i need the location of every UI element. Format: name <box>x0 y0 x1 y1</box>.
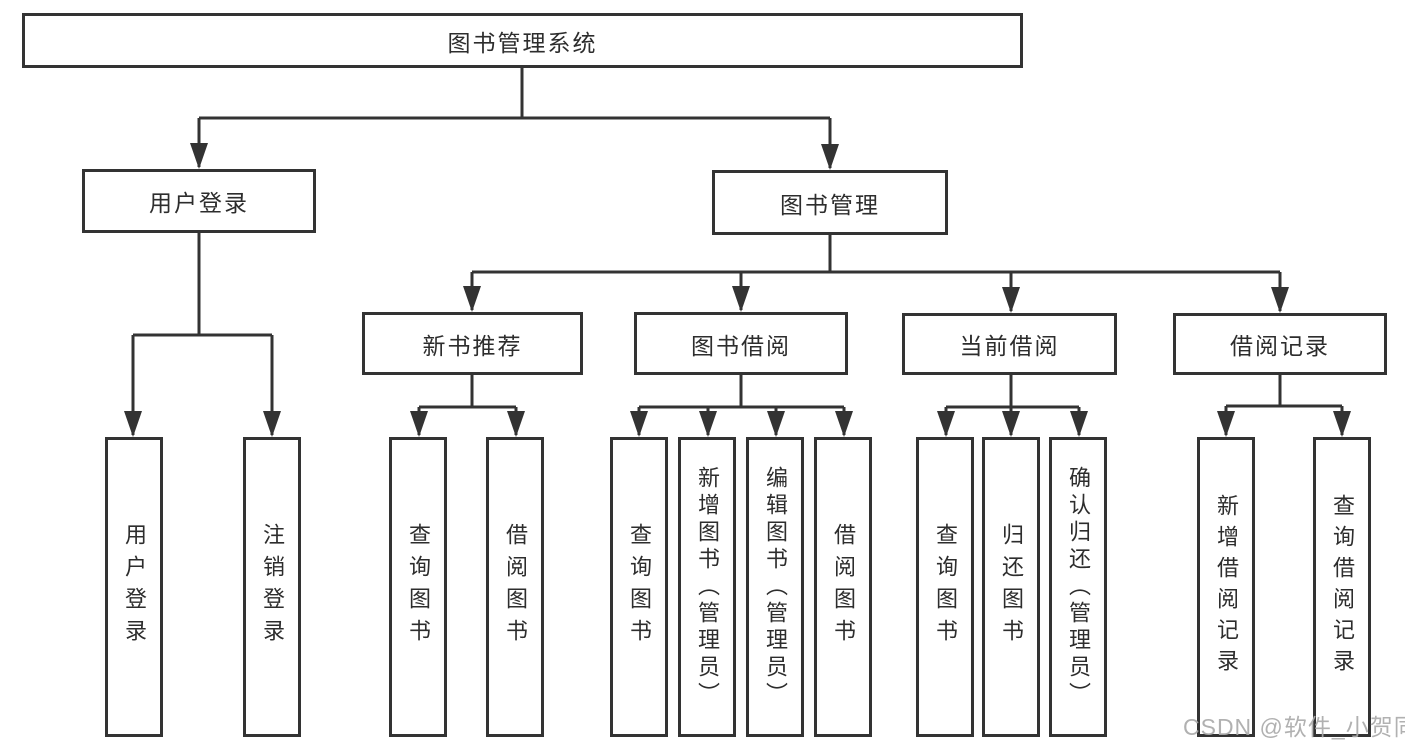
leaf-add-books-admin: 新增图书（管理员） <box>678 437 736 737</box>
node-new-book-recommendation: 新书推荐 <box>362 312 583 375</box>
csdn-watermark: CSDN @软件_小贺同学 <box>1183 714 1405 740</box>
leaf-return-books: 归还图书 <box>982 437 1040 737</box>
leaf-query-books-newrec: 查询图书 <box>389 437 447 737</box>
node-library-management-system: 图书管理系统 <box>22 13 1023 68</box>
leaf-confirm-return-admin: 确认归还（管理员） <box>1049 437 1107 737</box>
leaf-query-books-borrow: 查询图书 <box>610 437 668 737</box>
connector-records-branch <box>1224 375 1344 435</box>
leaf-query-borrow-record: 查询借阅记录 <box>1313 437 1371 737</box>
connector-login-branch <box>131 233 274 435</box>
connector-newrec-branch <box>417 375 518 435</box>
node-borrowing-records: 借阅记录 <box>1173 313 1387 375</box>
leaf-borrow-books-newrec: 借阅图书 <box>486 437 544 737</box>
node-book-borrowing: 图书借阅 <box>634 312 848 375</box>
connector-bookmgmt-branch <box>470 235 1282 311</box>
connector-borrow-branch <box>637 375 846 435</box>
node-user-login: 用户登录 <box>82 169 316 233</box>
node-book-management: 图书管理 <box>712 170 948 235</box>
leaf-query-books-current: 查询图书 <box>916 437 974 737</box>
leaf-logout: 注销登录 <box>243 437 301 737</box>
node-current-borrowing: 当前借阅 <box>902 313 1117 375</box>
connector-root-branch <box>197 68 832 168</box>
leaf-borrow-books-borrow: 借阅图书 <box>814 437 872 737</box>
leaf-add-borrow-record: 新增借阅记录 <box>1197 437 1255 737</box>
leaf-edit-books-admin: 编辑图书（管理员） <box>746 437 804 737</box>
leaf-user-login: 用户登录 <box>105 437 163 737</box>
arrowheads <box>124 143 1351 437</box>
